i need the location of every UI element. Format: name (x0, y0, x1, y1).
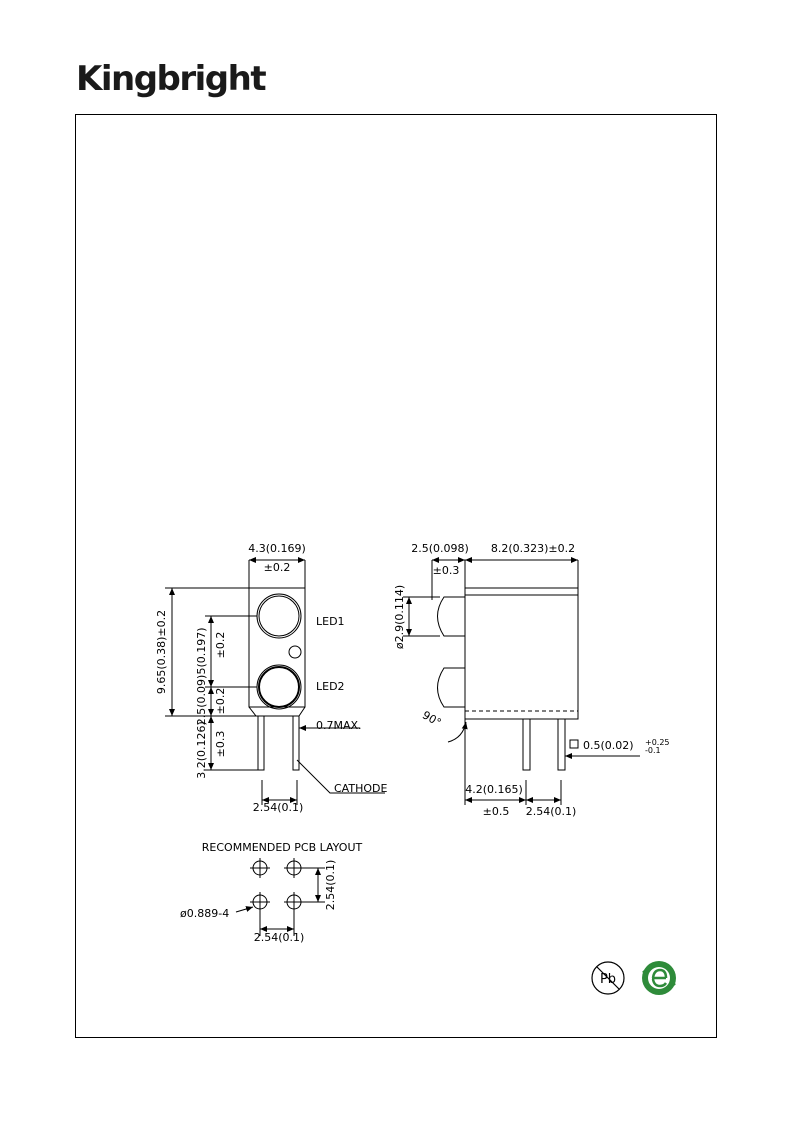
led2-lens (256, 664, 302, 710)
front-pitch-dim: 2.54(0.1) (253, 801, 304, 814)
length-dim: 8.2(0.323)±0.2 (491, 542, 575, 555)
lens-tol: ±0.3 (433, 564, 460, 577)
led-pitch-tol: ±0.2 (214, 632, 227, 659)
led2-label: LED2 (316, 680, 345, 693)
front-view (165, 557, 385, 805)
front-height-dim: 9.65(0.38)±0.2 (155, 610, 168, 694)
drawing-frame (75, 114, 717, 1038)
lead-tol-plus: +0.25 (645, 738, 670, 747)
lead-square-dim: 0.5(0.02) (583, 739, 634, 752)
led-pitch-dim: 5(0.197) (195, 627, 208, 674)
lead-square-symbol (569, 739, 579, 749)
side-lens-bottom (437, 667, 465, 708)
angle-dim: 90° (420, 708, 443, 729)
lower-tol: ±0.2 (214, 688, 227, 715)
rohs-e-icon (642, 961, 676, 995)
front-lead-right (292, 716, 300, 771)
pcb-hole (250, 858, 270, 878)
standoff-dim: 3.2(0.126) (195, 721, 208, 779)
lead-offset-tol: ±0.5 (483, 805, 510, 818)
side-lens-top (437, 596, 465, 637)
pb-free-icon: Pb (591, 961, 625, 995)
pcb-hole (250, 892, 270, 912)
side-body-outline (464, 587, 579, 720)
led1-lens (256, 593, 302, 639)
front-view-labels: 4.3(0.169) ±0.2 9.65(0.38)±0.2 5(0.197) … (155, 542, 387, 814)
front-body-step (248, 706, 306, 717)
lead-max-dim: 0.7MAX. (316, 719, 362, 732)
pcb-layout (235, 858, 325, 936)
pcb-horizontal-pitch: 2.54(0.1) (254, 931, 305, 944)
side-view-labels: 2.5(0.098) ±0.3 8.2(0.323)±0.2 ø2.9(0.11… (393, 542, 670, 818)
pcb-vertical-pitch: 2.54(0.1) (324, 860, 337, 911)
front-width-tol: ±0.2 (264, 561, 291, 574)
front-width-dim: 4.3(0.169) (248, 542, 306, 555)
pcb-hole-dim: ø0.889-4 (180, 907, 229, 920)
diameter-dim: ø2.9(0.114) (393, 585, 406, 649)
standoff-tol: ±0.3 (214, 731, 227, 758)
pcb-layout-labels: RECOMMENDED PCB LAYOUT 2.54(0.1) ø0.889-… (180, 841, 362, 944)
pb-free-label: Pb (600, 972, 616, 987)
front-lead-left (257, 716, 265, 771)
pcb-layout-title: RECOMMENDED PCB LAYOUT (202, 841, 363, 854)
led1-label: LED1 (316, 615, 345, 628)
side-view (403, 557, 640, 805)
kingbright-logo: Kingbright (76, 59, 267, 99)
polarity-dot (288, 645, 302, 659)
lens-dim: 2.5(0.098) (411, 542, 469, 555)
cathode-label: CATHODE (334, 782, 387, 795)
side-lead-right (557, 719, 566, 771)
lower-dim: 2.5(0.09) (195, 675, 208, 726)
side-lead-left (522, 719, 531, 771)
lead-tol-minus: -0.1 (645, 746, 661, 755)
side-pitch-dim: 2.54(0.1) (526, 805, 577, 818)
lead-offset-dim: 4.2(0.165) (465, 783, 523, 796)
